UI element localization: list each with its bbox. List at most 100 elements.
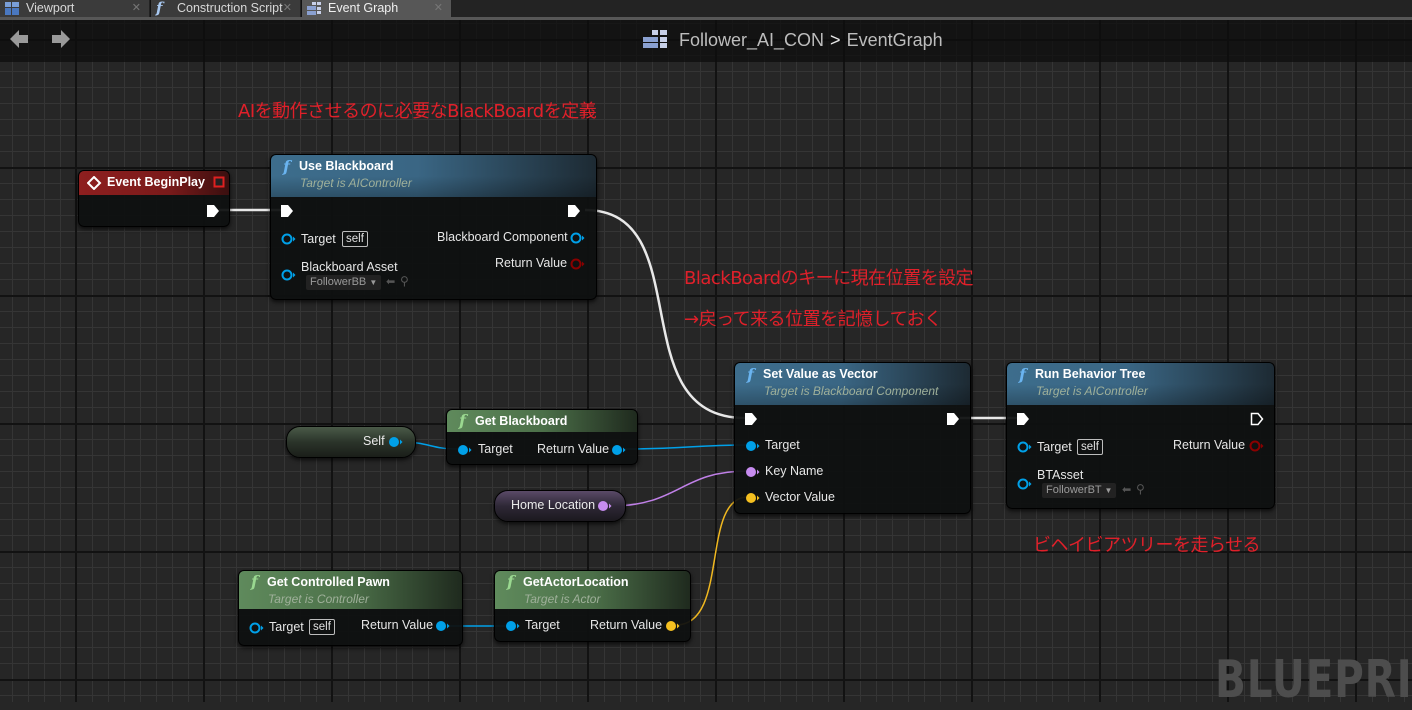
close-icon[interactable]: ✕ (131, 1, 141, 14)
pin-label: Target (478, 442, 513, 456)
target-pin[interactable] (505, 620, 520, 632)
node-get-blackboard[interactable]: f Get Blackboard Target Return Value (446, 409, 638, 465)
node-subtitle: Target is Actor (524, 592, 601, 606)
breadcrumb-blueprint[interactable]: Follower_AI_CON (679, 30, 825, 50)
node-title: GetActorLocation (523, 575, 629, 589)
tab-bar: Viewport ✕ f Construction Script ✕ Event… (0, 0, 1412, 20)
breadcrumb-graph[interactable]: EventGraph (846, 30, 943, 50)
delegate-pin-icon[interactable] (213, 176, 225, 188)
graph-nav-bar (0, 20, 1412, 62)
use-selected-arrow-icon[interactable]: ⬅ (386, 275, 396, 288)
browse-search-icon[interactable]: ⚲ (400, 274, 409, 288)
target-default-self[interactable]: self (309, 619, 335, 635)
tab-construction-script[interactable]: f Construction Script ✕ (151, 0, 301, 17)
pin-label: Target (301, 232, 336, 246)
pin-label: Target (525, 618, 560, 632)
node-set-value-as-vector[interactable]: f Set Value as Vector Target is Blackboa… (734, 362, 971, 514)
exec-out-pin[interactable] (567, 204, 581, 218)
target-default-self[interactable]: self (1077, 439, 1103, 455)
node-title: Run Behavior Tree (1035, 367, 1146, 381)
function-icon: f (1019, 365, 1026, 384)
use-selected-arrow-icon[interactable]: ⬅ (1122, 483, 1132, 496)
exec-out-pin[interactable] (1250, 412, 1264, 426)
tab-viewport[interactable]: Viewport ✕ (0, 0, 150, 17)
target-pin[interactable] (745, 440, 760, 452)
pin-label: Key Name (765, 464, 824, 478)
tab-underline (0, 17, 1412, 20)
node-header (735, 363, 970, 405)
forward-arrow-icon[interactable] (50, 28, 72, 50)
target-pin[interactable] (281, 233, 296, 245)
node-header (447, 410, 637, 432)
event-graph-canvas[interactable] (0, 20, 1412, 702)
chevron-down-icon: ▼ (1104, 486, 1113, 495)
blueprint-watermark: BLUEPRINT (1215, 650, 1412, 710)
node-subtitle: Target is Controller (268, 592, 369, 606)
event-graph-icon (643, 30, 667, 48)
tab-label: Event Graph (328, 1, 399, 15)
tab-bar-fill (452, 0, 1412, 17)
exec-out-pin[interactable] (946, 412, 960, 426)
pin-label: BTAsset (1037, 468, 1084, 482)
exec-out-pin[interactable] (206, 204, 220, 218)
back-arrow-icon[interactable] (8, 28, 30, 50)
node-get-controlled-pawn[interactable]: f Get Controlled Pawn Target is Controll… (238, 570, 463, 646)
node-header (495, 571, 690, 609)
variable-self[interactable]: Self (286, 426, 416, 458)
variable-home-location[interactable]: Home Location (494, 490, 626, 522)
blackboard-asset-pin[interactable] (281, 269, 296, 281)
key-name-pin[interactable] (745, 466, 760, 478)
home-location-out-pin[interactable] (597, 500, 612, 512)
pin-label: Blackboard Asset (301, 260, 398, 274)
self-out-pin[interactable] (388, 436, 403, 448)
return-value-pin[interactable] (435, 620, 450, 632)
tab-event-graph[interactable]: Event Graph ✕ (302, 0, 452, 17)
asset-value: FollowerBB (310, 276, 367, 288)
node-header (239, 571, 462, 609)
close-icon[interactable]: ✕ (282, 1, 292, 14)
event-graph-icon (307, 2, 321, 15)
viewport-icon (5, 2, 19, 15)
bt-asset-pin[interactable] (1017, 478, 1032, 490)
breadcrumb-separator: > (830, 30, 841, 50)
function-icon: f (747, 365, 754, 384)
target-pin[interactable] (249, 622, 264, 634)
function-icon: f (251, 572, 258, 591)
comment-define-blackboard[interactable]: AIを動作させるのに必要なBlackBoardを定義 (238, 101, 597, 122)
node-use-blackboard[interactable]: f Use Blackboard Target is AIController … (270, 154, 597, 300)
return-value-pin[interactable] (570, 258, 585, 270)
asset-dropdown[interactable]: FollowerBT ▼ (1042, 483, 1117, 498)
target-pin[interactable] (1017, 441, 1032, 453)
exec-in-pin[interactable] (1016, 412, 1030, 426)
variable-label: Home Location (511, 498, 596, 512)
exec-in-pin[interactable] (280, 204, 294, 218)
close-icon[interactable]: ✕ (433, 1, 443, 14)
comment-remember-location[interactable]: →戻って来る位置を記憶しておく (684, 309, 942, 330)
node-title: Event BeginPlay (107, 175, 205, 189)
return-value-pin[interactable] (1249, 440, 1264, 452)
asset-dropdown[interactable]: FollowerBB ▼ (306, 275, 382, 290)
node-header (271, 155, 596, 197)
comment-set-key[interactable]: BlackBoardのキーに現在位置を設定 (684, 268, 974, 289)
exec-in-pin[interactable] (744, 412, 758, 426)
node-subtitle: Target is AIController (1036, 384, 1148, 398)
tab-label: Construction Script (177, 1, 283, 15)
return-value-pin[interactable] (611, 444, 626, 456)
asset-value: FollowerBT (1046, 484, 1102, 496)
pin-label: Return Value (361, 618, 434, 632)
pin-label: Return Value (537, 442, 610, 456)
return-value-pin[interactable] (665, 620, 680, 632)
node-title: Use Blackboard (299, 159, 394, 173)
target-default-self[interactable]: self (342, 231, 368, 247)
node-event-begin-play[interactable]: Event BeginPlay (78, 170, 230, 227)
vector-value-pin[interactable] (745, 492, 760, 504)
node-title: Set Value as Vector (763, 367, 878, 381)
blackboard-component-pin[interactable] (570, 232, 585, 244)
event-diamond-icon (87, 176, 102, 190)
node-run-behavior-tree[interactable]: f Run Behavior Tree Target is AIControll… (1006, 362, 1275, 509)
browse-search-icon[interactable]: ⚲ (1136, 482, 1145, 496)
node-get-actor-location[interactable]: f GetActorLocation Target is Actor Targe… (494, 570, 691, 642)
comment-run-behavior-tree[interactable]: ビヘイビアツリーを走らせる (1033, 535, 1261, 556)
target-pin[interactable] (457, 444, 472, 456)
pin-label: Return Value (495, 256, 568, 270)
